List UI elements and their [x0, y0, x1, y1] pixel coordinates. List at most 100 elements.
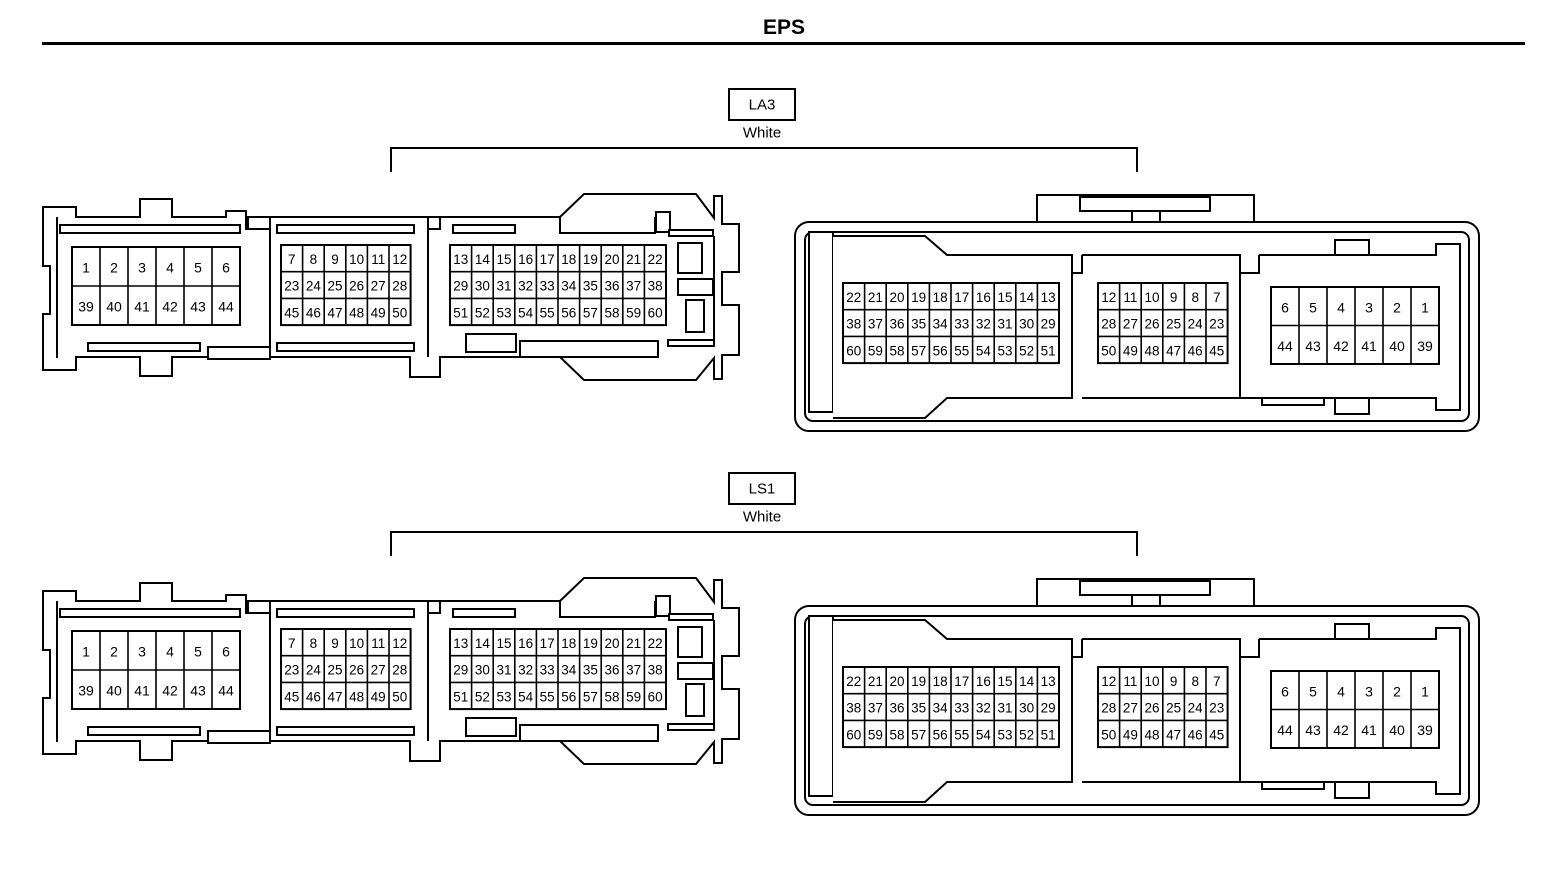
pin-number: 12	[1101, 674, 1116, 689]
pin-number: 37	[626, 663, 641, 678]
pin-number: 7	[1213, 290, 1221, 305]
pin-number: 17	[540, 636, 555, 651]
pin-number: 24	[1188, 701, 1204, 716]
pin-number: 30	[1019, 701, 1034, 716]
pin-number: 16	[518, 252, 533, 267]
pin-number: 3	[138, 260, 146, 276]
pin-number: 46	[306, 689, 321, 704]
pin-number: 59	[626, 305, 641, 320]
key-block	[427, 216, 441, 230]
pin-number: 47	[327, 689, 342, 704]
pin-number: 39	[78, 299, 94, 315]
bottom-key	[1334, 397, 1370, 415]
pin-number: 10	[1144, 674, 1159, 689]
pin-number: 55	[540, 305, 555, 320]
pin-number: 9	[331, 636, 339, 651]
pin-number: 54	[518, 689, 534, 704]
pin-number: 45	[284, 689, 299, 704]
pin-number: 50	[392, 689, 407, 704]
pin-number: 4	[1337, 683, 1345, 699]
left-latch	[808, 231, 834, 413]
side-rail	[668, 229, 714, 237]
pin-number: 26	[349, 279, 364, 294]
pin-number: 10	[349, 252, 364, 267]
pin-number: 2	[110, 260, 118, 276]
pin-number: 45	[284, 305, 299, 320]
hood-slot	[1079, 580, 1211, 596]
pin-number: 49	[371, 305, 386, 320]
pin-number: 6	[222, 644, 230, 660]
pin-number: 8	[1191, 674, 1199, 689]
pin-number: 16	[976, 674, 991, 689]
pin-number: 60	[648, 689, 663, 704]
pin-number: 56	[561, 305, 576, 320]
pin-number: 44	[218, 683, 234, 699]
pin-number: 30	[475, 663, 490, 678]
hood-key	[1131, 594, 1161, 607]
pin-number: 46	[306, 305, 321, 320]
pin-number: 28	[392, 663, 407, 678]
pin-number: 23	[1209, 701, 1224, 716]
pin-number: 39	[78, 683, 94, 699]
pin-number: 41	[134, 683, 150, 699]
pin-number: 24	[1188, 317, 1204, 332]
top-slot	[276, 608, 415, 618]
connector-bracket	[390, 147, 1138, 172]
pin-number: 43	[190, 299, 206, 315]
pin-number: 60	[846, 727, 861, 742]
pin-number: 1	[82, 644, 90, 660]
pin-number: 44	[1277, 338, 1293, 354]
pin-number: 5	[194, 260, 202, 276]
bottom-key	[465, 333, 517, 353]
pin-number: 37	[868, 317, 883, 332]
block-frame	[1082, 254, 1241, 399]
side-window	[677, 278, 714, 296]
left-latch	[808, 615, 834, 797]
pin-number: 51	[1041, 727, 1056, 742]
pin-number: 3	[1365, 299, 1373, 315]
pin-number: 57	[911, 727, 926, 742]
connector-code-box	[728, 472, 796, 505]
pin-number: 52	[1019, 343, 1034, 358]
pin-number: 29	[453, 279, 468, 294]
pin-number: 25	[327, 663, 342, 678]
pin-number: 58	[889, 727, 904, 742]
pin-number: 30	[475, 279, 490, 294]
pin-number: 56	[561, 689, 576, 704]
pin-number: 22	[846, 290, 861, 305]
pin-number: 21	[868, 290, 883, 305]
key-notch	[1071, 639, 1083, 658]
pin-number: 40	[1389, 722, 1405, 738]
pin-number: 30	[1019, 317, 1034, 332]
pin-number: 4	[1337, 299, 1345, 315]
pin-number: 43	[1305, 722, 1321, 738]
bottom-key	[667, 339, 715, 347]
pin-number: 24	[306, 663, 322, 678]
pin-number: 5	[1309, 299, 1317, 315]
pin-number: 57	[583, 689, 598, 704]
pin-number: 23	[1209, 317, 1224, 332]
pin-number: 5	[1309, 683, 1317, 699]
pin-number: 48	[1144, 727, 1159, 742]
top-slot	[452, 224, 516, 234]
pin-number: 19	[911, 674, 926, 689]
pin-number: 60	[846, 343, 861, 358]
side-window	[685, 299, 705, 333]
pin-number: 32	[518, 279, 533, 294]
pin-number: 27	[1123, 701, 1138, 716]
bottom-slot	[87, 726, 201, 736]
pin-number: 41	[134, 299, 150, 315]
bottom-key	[667, 723, 715, 731]
pin-number: 54	[976, 727, 992, 742]
pin-number: 58	[604, 689, 619, 704]
bottom-slot	[519, 340, 659, 358]
pin-number: 35	[583, 279, 598, 294]
key-notch	[1239, 255, 1260, 274]
pin-number: 6	[222, 260, 230, 276]
pin-number: 12	[392, 252, 407, 267]
pin-number: 38	[648, 279, 663, 294]
pin-number: 24	[306, 279, 322, 294]
